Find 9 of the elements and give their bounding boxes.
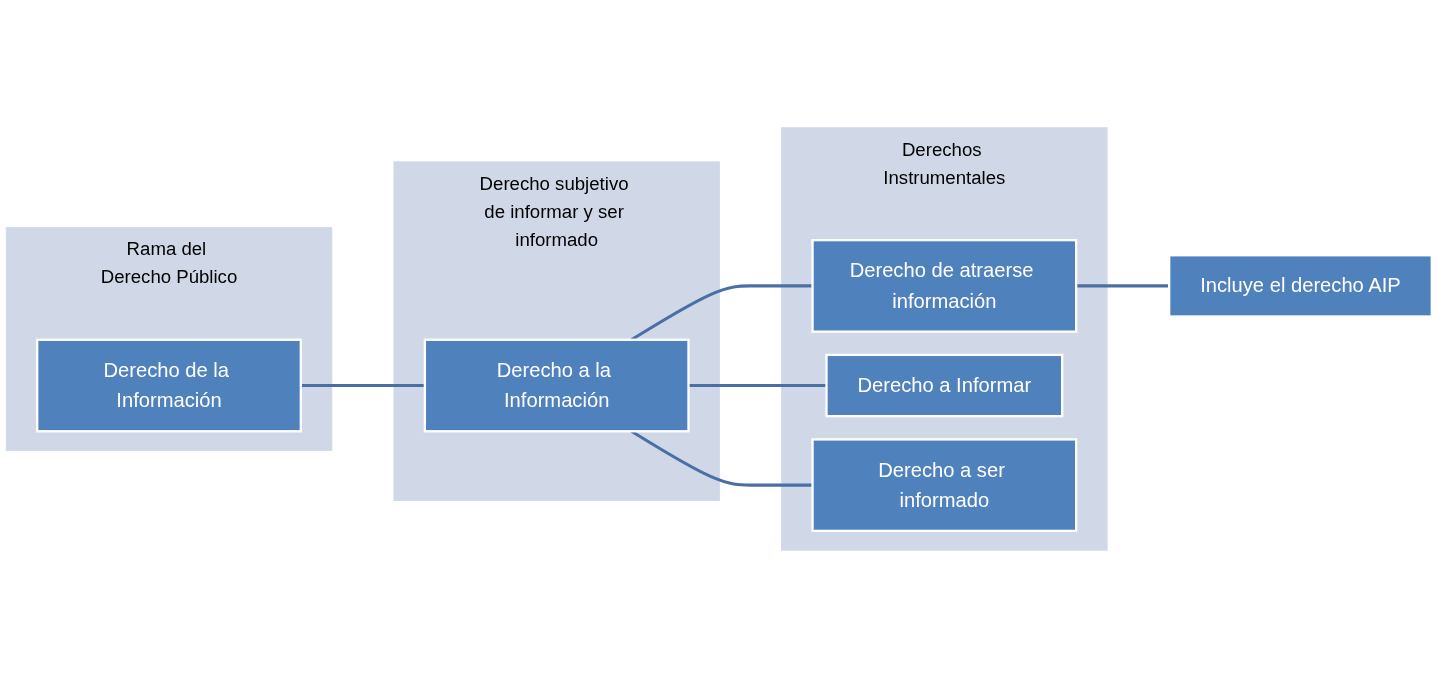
connector	[688, 383, 827, 388]
node-box: Derecho de atraerse información	[811, 239, 1078, 333]
connector	[1076, 284, 1170, 288]
node-box: Incluye el derecho AIP	[1168, 254, 1433, 318]
connector	[300, 383, 425, 388]
node-box: Derecho de la Información	[36, 338, 302, 433]
node-box: Derecho a la Información	[423, 338, 690, 433]
node-box: Derecho a ser informado	[811, 438, 1078, 533]
node-box: Derecho a Informar	[825, 353, 1064, 418]
